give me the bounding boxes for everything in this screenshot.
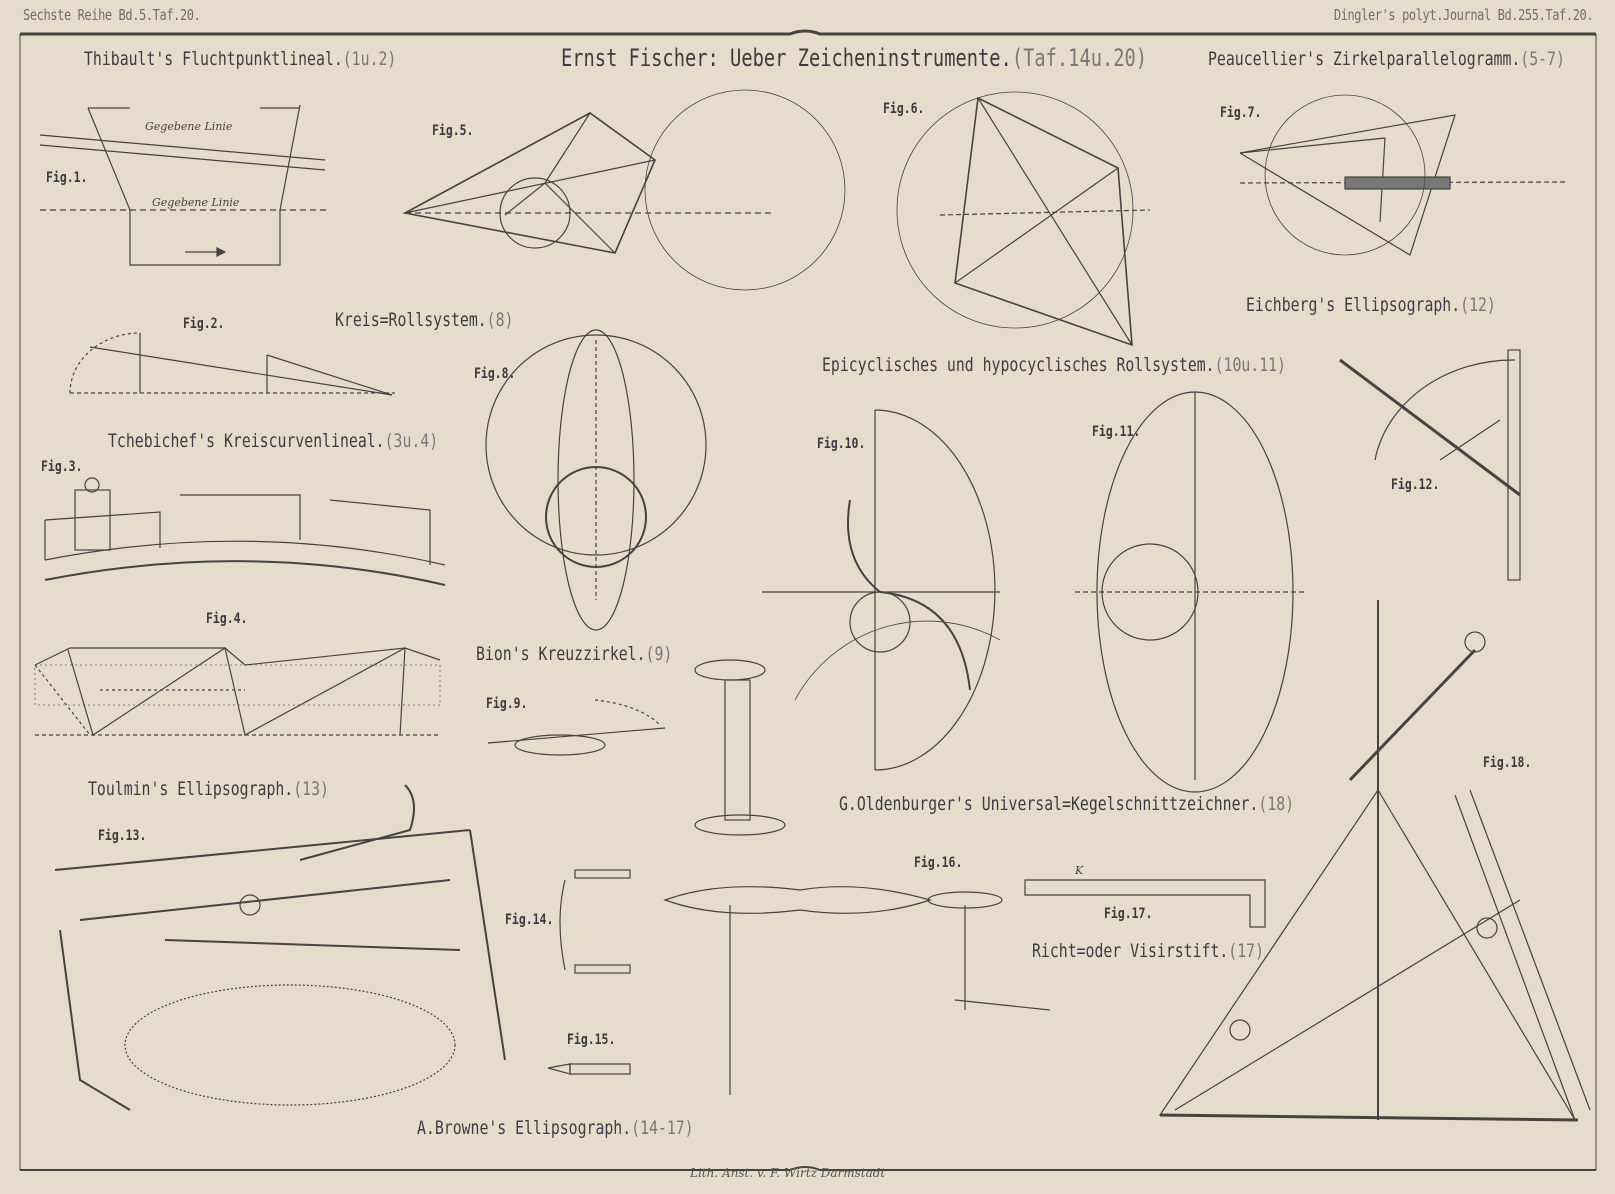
- title-kreis: Kreis=Rollsystem.(8): [335, 309, 513, 331]
- title-ref: (18): [1258, 793, 1295, 815]
- title-ref: (9): [645, 643, 673, 665]
- title-ref: (3u.4): [384, 430, 439, 452]
- title-ref: (14-17): [631, 1117, 694, 1139]
- title-peaucellier: Peaucellier's Zirkelparallelogramm.(5-7): [1208, 48, 1565, 70]
- fig-label: Fig.12.: [1391, 477, 1440, 493]
- fig6-drawing: [896, 91, 1151, 347]
- title-epicyclic: Epicyclisches und hypocyclisches Rollsys…: [822, 354, 1286, 376]
- fig-label: Fig.4.: [206, 611, 248, 627]
- fig16-drawing: [663, 659, 1051, 1095]
- fig1-drawing: Gegebene Linie Gegebene Linie: [39, 104, 330, 266]
- lithographer-credit: Lith. Anst. v. F. Wirtz Darmstadt: [690, 1166, 886, 1180]
- title-tchebichef: Tchebichef's Kreiscurvenlineal.(3u.4): [108, 430, 438, 452]
- title-text: Tchebichef's Kreiscurvenlineal.: [108, 430, 385, 452]
- fig-label: Fig.14.: [505, 912, 554, 928]
- fig14-drawing: [547, 869, 631, 1075]
- title-ref: (Taf.14u.20): [1011, 44, 1148, 72]
- title-ref: (13): [293, 778, 329, 800]
- fig2-drawing: [69, 332, 395, 396]
- title-ref: (12): [1460, 294, 1496, 316]
- title-text: G.Oldenburger's Universal=Kegelschnittze…: [839, 793, 1259, 815]
- fig3-drawing: [44, 477, 446, 586]
- fig4-drawing: [34, 646, 441, 736]
- title-text: Peaucellier's Zirkelparallelogramm.: [1208, 48, 1521, 70]
- journal-label: Dingler's polyt.Journal Bd.255.Taf.20.: [1333, 6, 1594, 24]
- fig11-drawing: [1075, 391, 1305, 793]
- title-text: Richt=oder Visirstift.: [1032, 940, 1229, 962]
- fig17-k-label: K: [1074, 864, 1084, 877]
- fig13-drawing: [54, 784, 506, 1111]
- title-thibault: Thibault's Fluchtpunktlineal.(1u.2): [84, 48, 396, 70]
- plate-frame: [19, 29, 1597, 1171]
- fig-label: Fig.1.: [46, 170, 88, 186]
- fig-label: Fig.8.: [474, 366, 516, 382]
- title-text: Toulmin's Ellipsograph.: [88, 778, 294, 800]
- title-eichberg: Eichberg's Ellipsograph.(12): [1246, 294, 1496, 316]
- title-text: Ernst Fischer: Ueber Zeicheninstrumente.: [561, 44, 1012, 72]
- fig10-drawing: [762, 409, 1001, 771]
- title-browne: A.Browne's Ellipsograph.(14-17): [417, 1117, 694, 1139]
- plate-series-label: Sechste Reihe Bd.5.Taf.20.: [23, 6, 201, 24]
- title-toulmin: Toulmin's Ellipsograph.(13): [88, 778, 329, 800]
- title-text: Epicyclisches und hypocyclisches Rollsys…: [822, 354, 1215, 376]
- fig9-drawing: [487, 699, 666, 756]
- fig7-drawing: [1239, 94, 1566, 256]
- title-text: Bion's Kreuzzirkel.: [476, 643, 646, 665]
- fig17-drawing: K: [1024, 864, 1266, 928]
- fig5-drawing: [402, 89, 846, 291]
- given-line-label: Gegebene Linie: [152, 196, 240, 209]
- title-richt: Richt=oder Visirstift.(17): [1032, 940, 1264, 962]
- title-oldenburger: G.Oldenburger's Universal=Kegelschnittze…: [839, 793, 1294, 815]
- title-text: Thibault's Fluchtpunktlineal.: [84, 48, 343, 70]
- fig-label: Fig.7.: [1220, 105, 1262, 121]
- title-ref: (1u.2): [342, 48, 397, 70]
- title-text: Kreis=Rollsystem.: [335, 309, 487, 331]
- fig18-drawing: [1158, 600, 1591, 1122]
- fig-label: Fig.13.: [98, 828, 147, 844]
- main-title: Ernst Fischer: Ueber Zeicheninstrumente.…: [561, 44, 1147, 72]
- title-ref: (5-7): [1520, 48, 1565, 70]
- given-line-label: Gegebene Linie: [145, 120, 233, 133]
- title-bion: Bion's Kreuzzirkel.(9): [476, 643, 672, 665]
- fig-label: Fig.6.: [883, 101, 925, 117]
- fig-label: Fig.3.: [41, 459, 83, 475]
- fig-label: Fig.9.: [486, 696, 528, 712]
- fig12-drawing: [1339, 349, 1521, 581]
- title-text: A.Browne's Ellipsograph.: [417, 1117, 632, 1139]
- title-text: Eichberg's Ellipsograph.: [1246, 294, 1461, 316]
- fig-label: Fig.5.: [432, 123, 474, 139]
- title-ref: (17): [1228, 940, 1265, 962]
- fig-label: Fig.18.: [1483, 755, 1532, 771]
- fig-label: Fig.17.: [1104, 906, 1153, 922]
- fig-label: Fig.2.: [183, 316, 225, 332]
- fig-label: Fig.10.: [817, 436, 866, 452]
- fig-label: Fig.15.: [567, 1032, 616, 1048]
- title-ref: (10u.11): [1214, 354, 1286, 376]
- fig8-drawing: [485, 329, 707, 631]
- fig-label: Fig.11.: [1092, 424, 1141, 440]
- title-ref: (8): [486, 309, 514, 331]
- fig-label: Fig.16.: [914, 855, 963, 871]
